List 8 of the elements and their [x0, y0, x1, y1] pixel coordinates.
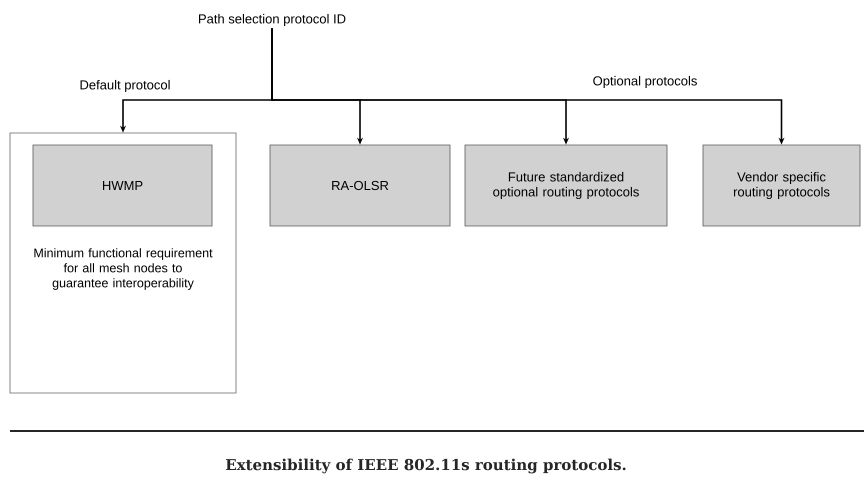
branch-label: Default protocol [80, 80, 170, 92]
protocol-box: HWMP [32, 144, 212, 226]
root-label: Path selection protocol ID [199, 14, 346, 26]
protocol-box: RA-OLSR [270, 144, 450, 226]
caption: Extensibility of IEEE 802.11s routing protocols. [226, 458, 626, 474]
protocol-box: Vendor specific routing protocols [702, 144, 860, 226]
branch-label: Optional protocols [593, 76, 697, 88]
protocol-box: Future standardized optional routing protocols [464, 144, 668, 226]
